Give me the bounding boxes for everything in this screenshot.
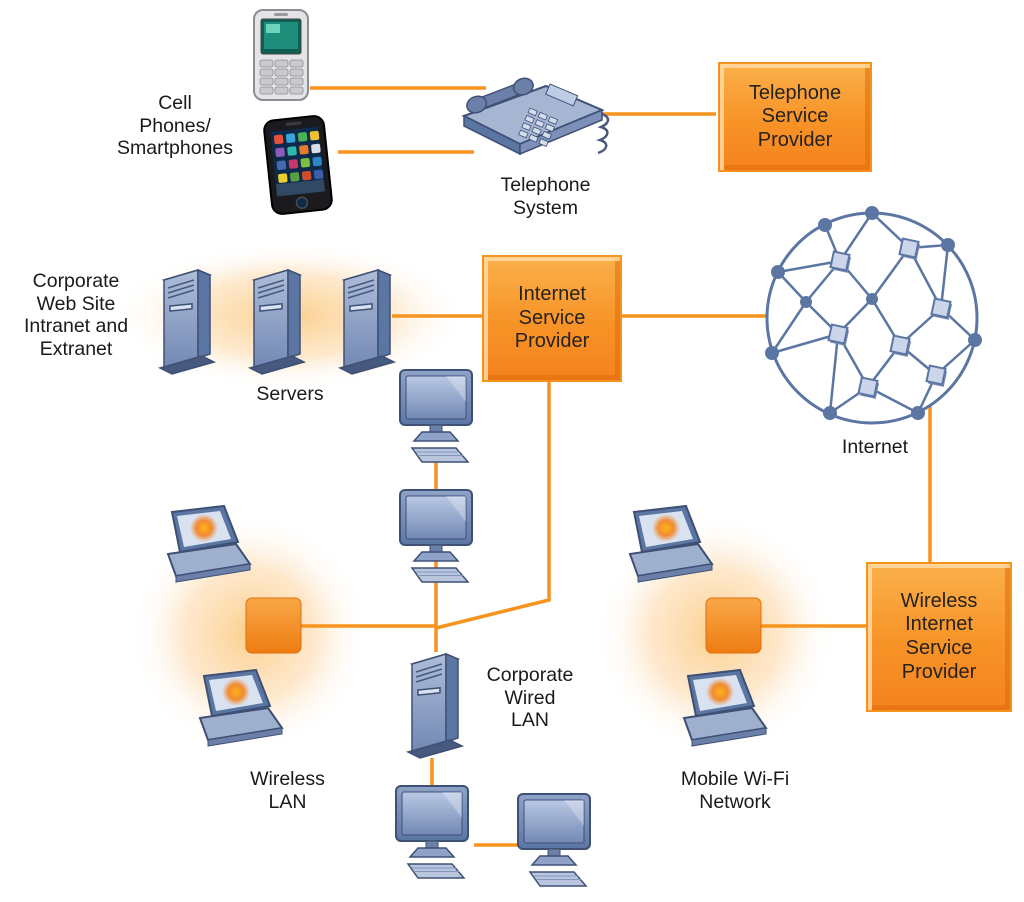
connector-isp-to-lan-junction — [435, 378, 551, 630]
wireless-lan-label: Wireless LAN — [250, 768, 325, 813]
desktop-monitor-icon — [399, 369, 473, 463]
desktop-monitor-icon — [517, 793, 591, 887]
internet-mesh-nodes — [765, 206, 982, 420]
telephone-service-provider-box: Telephone Service Provider — [718, 62, 872, 172]
wireless-access-point-icon — [245, 597, 302, 654]
desktop-monitor-icon — [399, 489, 473, 583]
server-icon — [339, 269, 395, 375]
internet-service-provider-box: Internet Service Provider — [482, 255, 622, 382]
wired-lan-server-icon — [407, 653, 463, 759]
server-icon — [159, 269, 215, 375]
corporate-wired-lan-label: Corporate Wired LAN — [486, 664, 574, 732]
server-icon — [249, 269, 305, 375]
desktop-monitor-icon — [395, 785, 469, 879]
servers-label: Servers — [256, 383, 324, 405]
wireless-internet-service-provider-box: Wireless Internet Service Provider — [866, 562, 1012, 712]
telephone-system-label: Telephone System — [500, 174, 591, 219]
internet-label: Internet — [841, 436, 909, 458]
cell-phones-label: Cell Phones/ Smartphones — [117, 92, 233, 160]
corporate-web-site-label: Corporate Web Site Intranet and Extranet — [23, 270, 129, 360]
cell-phone-icon — [253, 9, 309, 101]
internet-globe-icon — [765, 206, 982, 425]
smartphone-icon — [262, 114, 334, 216]
mobile-wifi-network-label: Mobile Wi-Fi Network — [680, 768, 790, 813]
mobile-access-point-icon — [705, 597, 762, 654]
